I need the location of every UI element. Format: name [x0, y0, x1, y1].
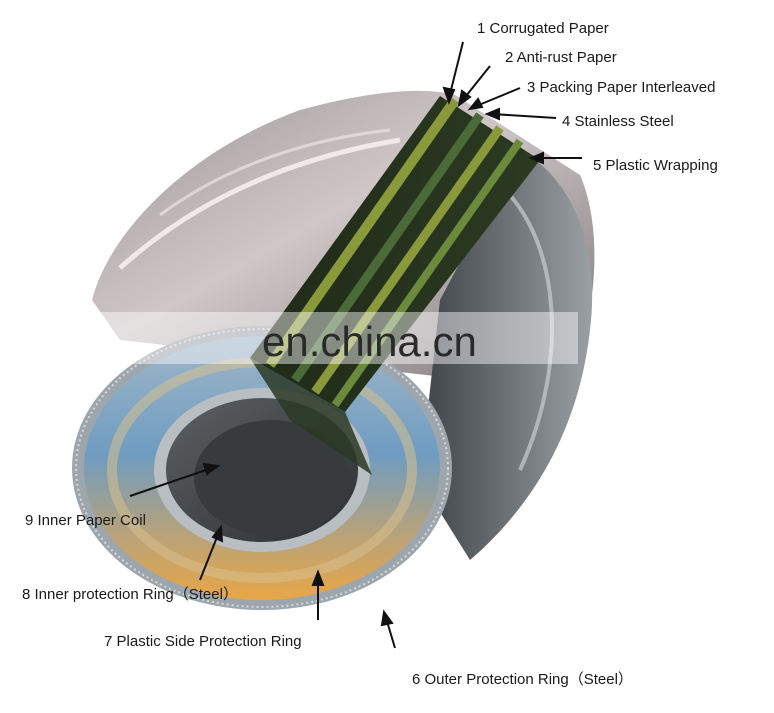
coil-band-line [159, 128, 391, 217]
label-inner-paper-coil: 9 Inner Paper Coil [25, 512, 146, 529]
strap-stripe [265, 97, 460, 368]
label-corrugated-paper: 1 Corrugated Paper [477, 20, 609, 37]
strap-stripe [291, 112, 484, 383]
strap-edge-face [250, 358, 372, 475]
watermark: en.china.cn [262, 318, 477, 365]
outer-ring-edge [75, 328, 449, 608]
strap-stripe [331, 138, 524, 408]
coil-band-line [118, 137, 401, 270]
label-plastic-wrapping: 5 Plastic Wrapping [593, 157, 718, 174]
coil-bore [194, 420, 350, 536]
label-stainless-steel: 4 Stainless Steel [562, 113, 674, 130]
label-outer-protection-ring: 6 Outer Protection Ring（Steel） [412, 671, 633, 688]
label-packing-paper-interleaved: 3 Packing Paper Interleaved [527, 79, 716, 96]
coil-band-line [498, 183, 554, 471]
strap-stripe [311, 125, 504, 395]
label-anti-rust-paper: 2 Anti-rust Paper [505, 49, 617, 66]
watermark-band [78, 312, 578, 364]
label-inner-protection-ring: 8 Inner protection Ring（Steel） [22, 586, 238, 603]
coil-right-shell [420, 150, 593, 560]
label-plastic-side-protection-ring: 7 Plastic Side Protection Ring [104, 633, 302, 650]
callout-arrows [129, 41, 582, 649]
